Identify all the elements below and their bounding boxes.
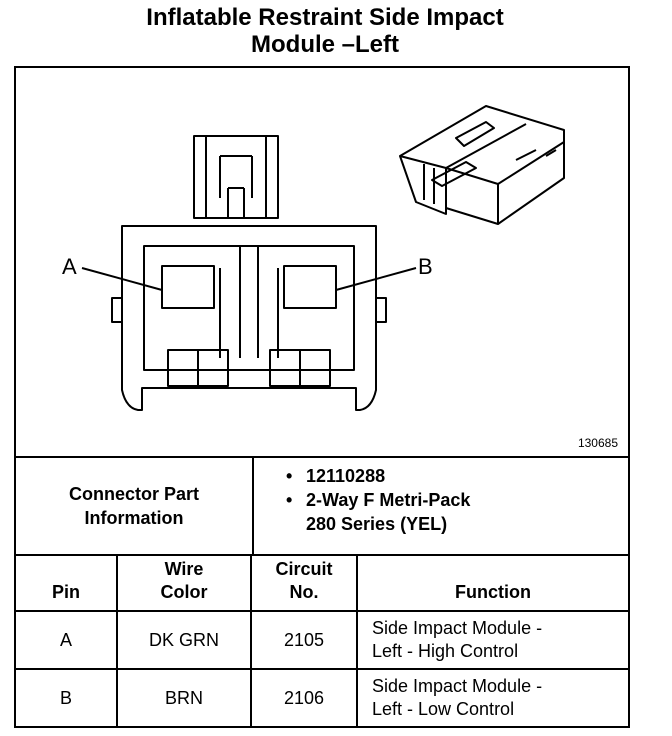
header-circuit-line-2: No.: [289, 582, 319, 602]
connector-figure: A B 130685: [16, 68, 628, 458]
header-pin: Pin: [16, 556, 118, 610]
description-line-1: 2-Way F Metri-Pack: [306, 490, 471, 510]
header-circuit-no: Circuit No.: [252, 556, 358, 610]
cavity-b: [283, 265, 337, 309]
row-pin: B: [16, 670, 118, 726]
leader-line-a: [81, 267, 163, 291]
title-line-2: Module –Left: [251, 31, 399, 58]
table-header: Pin Wire Color Circuit No. Function: [16, 556, 628, 612]
connector-body: [121, 225, 377, 411]
row-function-line-1: Side Impact Module -: [372, 676, 543, 696]
connector-info-list: 12110288 2-Way F Metri-Pack 280 Series (…: [286, 464, 470, 536]
row-function-line-1: Side Impact Module -: [372, 618, 543, 638]
connector-top-tab: [193, 135, 279, 219]
connector-drawing: [81, 105, 565, 411]
leader-line-b: [335, 267, 417, 291]
pin-a-label: A: [62, 254, 77, 279]
header-wire-color: Wire Color: [118, 556, 252, 610]
connector-info-row: Connector Part Information 12110288 2-Wa…: [16, 458, 628, 556]
row-function: Side Impact Module - Left - Low Control: [358, 670, 628, 726]
header-wire-line-2: Color: [160, 582, 208, 602]
row-wire-color: DK GRN: [118, 612, 252, 668]
header-circuit-line-1: Circuit: [275, 559, 333, 579]
cavity-a: [161, 265, 215, 309]
row-circuit: 2106: [252, 670, 358, 726]
pin-b-label: B: [418, 254, 433, 279]
row-pin: A: [16, 612, 118, 668]
part-number-text: 12110288: [306, 466, 386, 486]
connector-info-label: Connector Part Information: [16, 458, 254, 554]
page-title: Inflatable Restraint Side Impact Module …: [0, 4, 650, 58]
info-label-line-1: Connector Part: [68, 484, 200, 504]
table-row: B BRN 2106 Side Impact Module - Left - L…: [16, 670, 628, 726]
row-circuit: 2105: [252, 612, 358, 668]
row-function-line-2: Left - Low Control: [372, 699, 515, 719]
header-wire-line-1: Wire: [164, 559, 204, 579]
connector-frame: A B 130685 Connector Part Information 12…: [14, 66, 630, 728]
header-function: Function: [358, 556, 628, 610]
info-label-line-2: Information: [84, 508, 184, 528]
header-function-text: Function: [455, 582, 531, 602]
part-number: 12110288: [286, 464, 470, 488]
right-latch: [375, 297, 387, 323]
connector-iso-view: [399, 105, 565, 225]
table-row: A DK GRN 2105 Side Impact Module - Left …: [16, 612, 628, 670]
connector-description: 2-Way F Metri-Pack 280 Series (YEL): [286, 488, 470, 536]
figure-number: 130685: [577, 436, 618, 450]
title-line-1: Inflatable Restraint Side Impact: [146, 4, 504, 31]
row-wire-color: BRN: [118, 670, 252, 726]
row-function: Side Impact Module - Left - High Control: [358, 612, 628, 668]
left-latch: [111, 297, 123, 323]
row-function-line-2: Left - High Control: [372, 641, 519, 661]
description-line-2: 280 Series (YEL): [306, 514, 448, 534]
header-pin-text: Pin: [51, 582, 80, 602]
